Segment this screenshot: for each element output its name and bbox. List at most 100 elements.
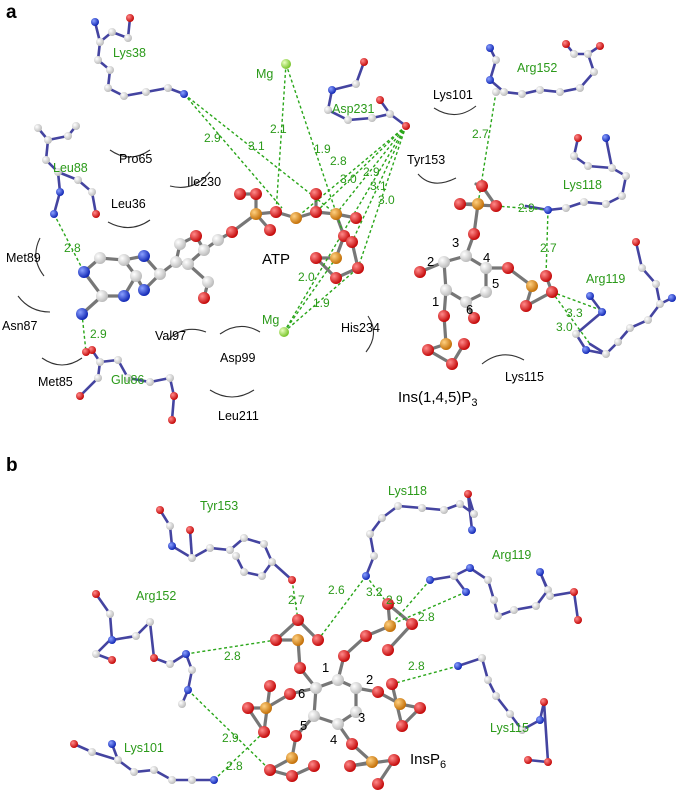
dist-a-18: 3.0	[556, 320, 573, 334]
label-lys101: Lys101	[433, 88, 473, 102]
dist-b-3: 3.2	[366, 585, 383, 599]
p2-b	[336, 600, 415, 682]
hb-lys38-pa	[183, 93, 283, 209]
dist-a-15: 2.9	[518, 201, 535, 215]
label-tyr153: Tyr153	[407, 153, 445, 167]
dist-a-11: 1.9	[313, 296, 330, 310]
hb-arg152-b	[185, 639, 277, 655]
hb-arg119-p4a	[551, 291, 607, 313]
label-pro65: Pro65	[119, 152, 152, 166]
dist-b-8: 2.9	[222, 731, 239, 745]
hb-arg152-b2	[187, 689, 271, 771]
asp231-o1	[295, 125, 407, 219]
dist-b-4: 2.9	[386, 593, 403, 607]
leu88-branch2	[56, 170, 98, 216]
p1-b	[271, 617, 320, 690]
panel-b-label: b	[6, 455, 18, 476]
label-leu36: Leu36	[111, 197, 146, 211]
dist-b-2: 2.6	[328, 583, 345, 597]
panel-a-labels: Lys38 Mg Asp231 Arg152 Leu88 Lys118 Arg1…	[2, 46, 625, 423]
ring-b-num-2: 2	[366, 672, 373, 687]
panel-b-protein-bonds	[72, 493, 580, 782]
dist-a-17: 3.3	[566, 306, 583, 320]
arc-leu211	[209, 389, 255, 398]
label-mg-bottom: Mg	[262, 313, 279, 327]
label-insp6: InsP6	[410, 751, 446, 771]
ring-num-3: 3	[452, 235, 459, 250]
lys118-branch	[604, 136, 614, 170]
p3-group	[459, 182, 500, 258]
panel-b-atoms	[70, 490, 582, 790]
hb-lys101-b	[213, 731, 265, 781]
label-asp231: Asp231	[332, 102, 374, 116]
panel-a-label: a	[6, 2, 17, 23]
label-met85: Met85	[38, 375, 73, 389]
dist-a-7: 2.9	[363, 165, 380, 179]
label-val97: Val97	[155, 329, 186, 343]
label-lys115: Lys115	[505, 370, 544, 384]
label-atp: ATP	[262, 251, 290, 268]
p4-b	[336, 722, 398, 786]
label-asp99: Asp99	[220, 351, 255, 365]
arc-asn87	[17, 295, 51, 313]
ring-num-2: 2	[427, 254, 434, 269]
dist-a-13: 2.9	[90, 327, 107, 341]
label-ile230: Ile230	[187, 175, 221, 189]
arc-asp99	[219, 325, 261, 335]
dist-b-6: 2.8	[408, 659, 425, 673]
arc-his234	[365, 315, 375, 353]
dist-a-16: 2.7	[540, 241, 557, 255]
ring-b-num-6: 6	[298, 686, 305, 701]
label-b-arg152: Arg152	[136, 589, 176, 603]
label-lys118: Lys118	[563, 178, 602, 192]
dist-b-7: 2.8	[224, 649, 241, 663]
dist-a-12: 2.8	[64, 241, 81, 255]
dist-a-4: 1.9	[314, 142, 331, 156]
dist-b-9: 2.8	[226, 759, 243, 773]
asp231-o3	[335, 125, 407, 215]
label-asn87: Asn87	[2, 319, 37, 333]
arc-leu36	[107, 219, 151, 229]
asp231-o2	[315, 125, 407, 213]
panel-a-atoms	[34, 14, 676, 424]
label-arg119: Arg119	[586, 272, 625, 286]
label-ins145p3: Ins(1,4,5)P3	[398, 389, 478, 409]
hb-lys115-b	[391, 665, 459, 685]
dist-a-5: 2.8	[330, 154, 347, 168]
panel-a-hydrophobic-arcs	[17, 105, 525, 398]
inositol-ring	[442, 254, 488, 304]
label-glu86: Glu86	[111, 373, 144, 387]
dist-a-6: 3.0	[340, 172, 357, 186]
mg1-o	[275, 63, 287, 213]
hb-lys118-p4	[545, 209, 549, 277]
glu86-chain	[78, 358, 176, 422]
hb-ade-glu86	[81, 313, 87, 353]
dist-a-1: 2.9	[204, 131, 221, 145]
ring-num-6: 6	[466, 302, 473, 317]
label-arg152: Arg152	[517, 61, 557, 75]
arc-tyr153	[417, 173, 457, 184]
panel-a: a	[2, 2, 676, 424]
tyr153-oh	[270, 560, 294, 582]
label-b-tyr153: Tyr153	[200, 499, 238, 513]
dist-b-5: 2.8	[418, 610, 435, 624]
asp231-chain	[326, 60, 408, 128]
hb-lys118-b1	[317, 575, 367, 641]
dist-a-14: 2.7	[472, 127, 489, 141]
arc-met85	[41, 357, 83, 366]
ring-b-num-4: 4	[330, 732, 337, 747]
dist-a-8: 3.1	[370, 179, 387, 193]
mg1-o2	[285, 63, 345, 237]
panel-b-hbonds	[185, 575, 467, 781]
label-b-lys101: Lys101	[124, 741, 164, 755]
panel-b-distances: 2.7 2.6 3.2 2.9 2.8 2.8 2.8 2.9 2.8	[222, 583, 435, 773]
arc-lys115	[481, 354, 525, 365]
ring-b-num-5: 5	[300, 718, 307, 733]
panel-a-distances: 2.9 2.1 3.1 1.9 2.8 3.0 2.9 3.1 3.0 2.0 …	[64, 122, 583, 341]
arc-val97	[167, 328, 207, 341]
dist-a-9: 3.0	[378, 193, 395, 207]
hb-tyr153-b	[291, 579, 299, 621]
dist-b-1: 2.7	[288, 593, 305, 607]
ring-num-1: 1	[432, 294, 439, 309]
